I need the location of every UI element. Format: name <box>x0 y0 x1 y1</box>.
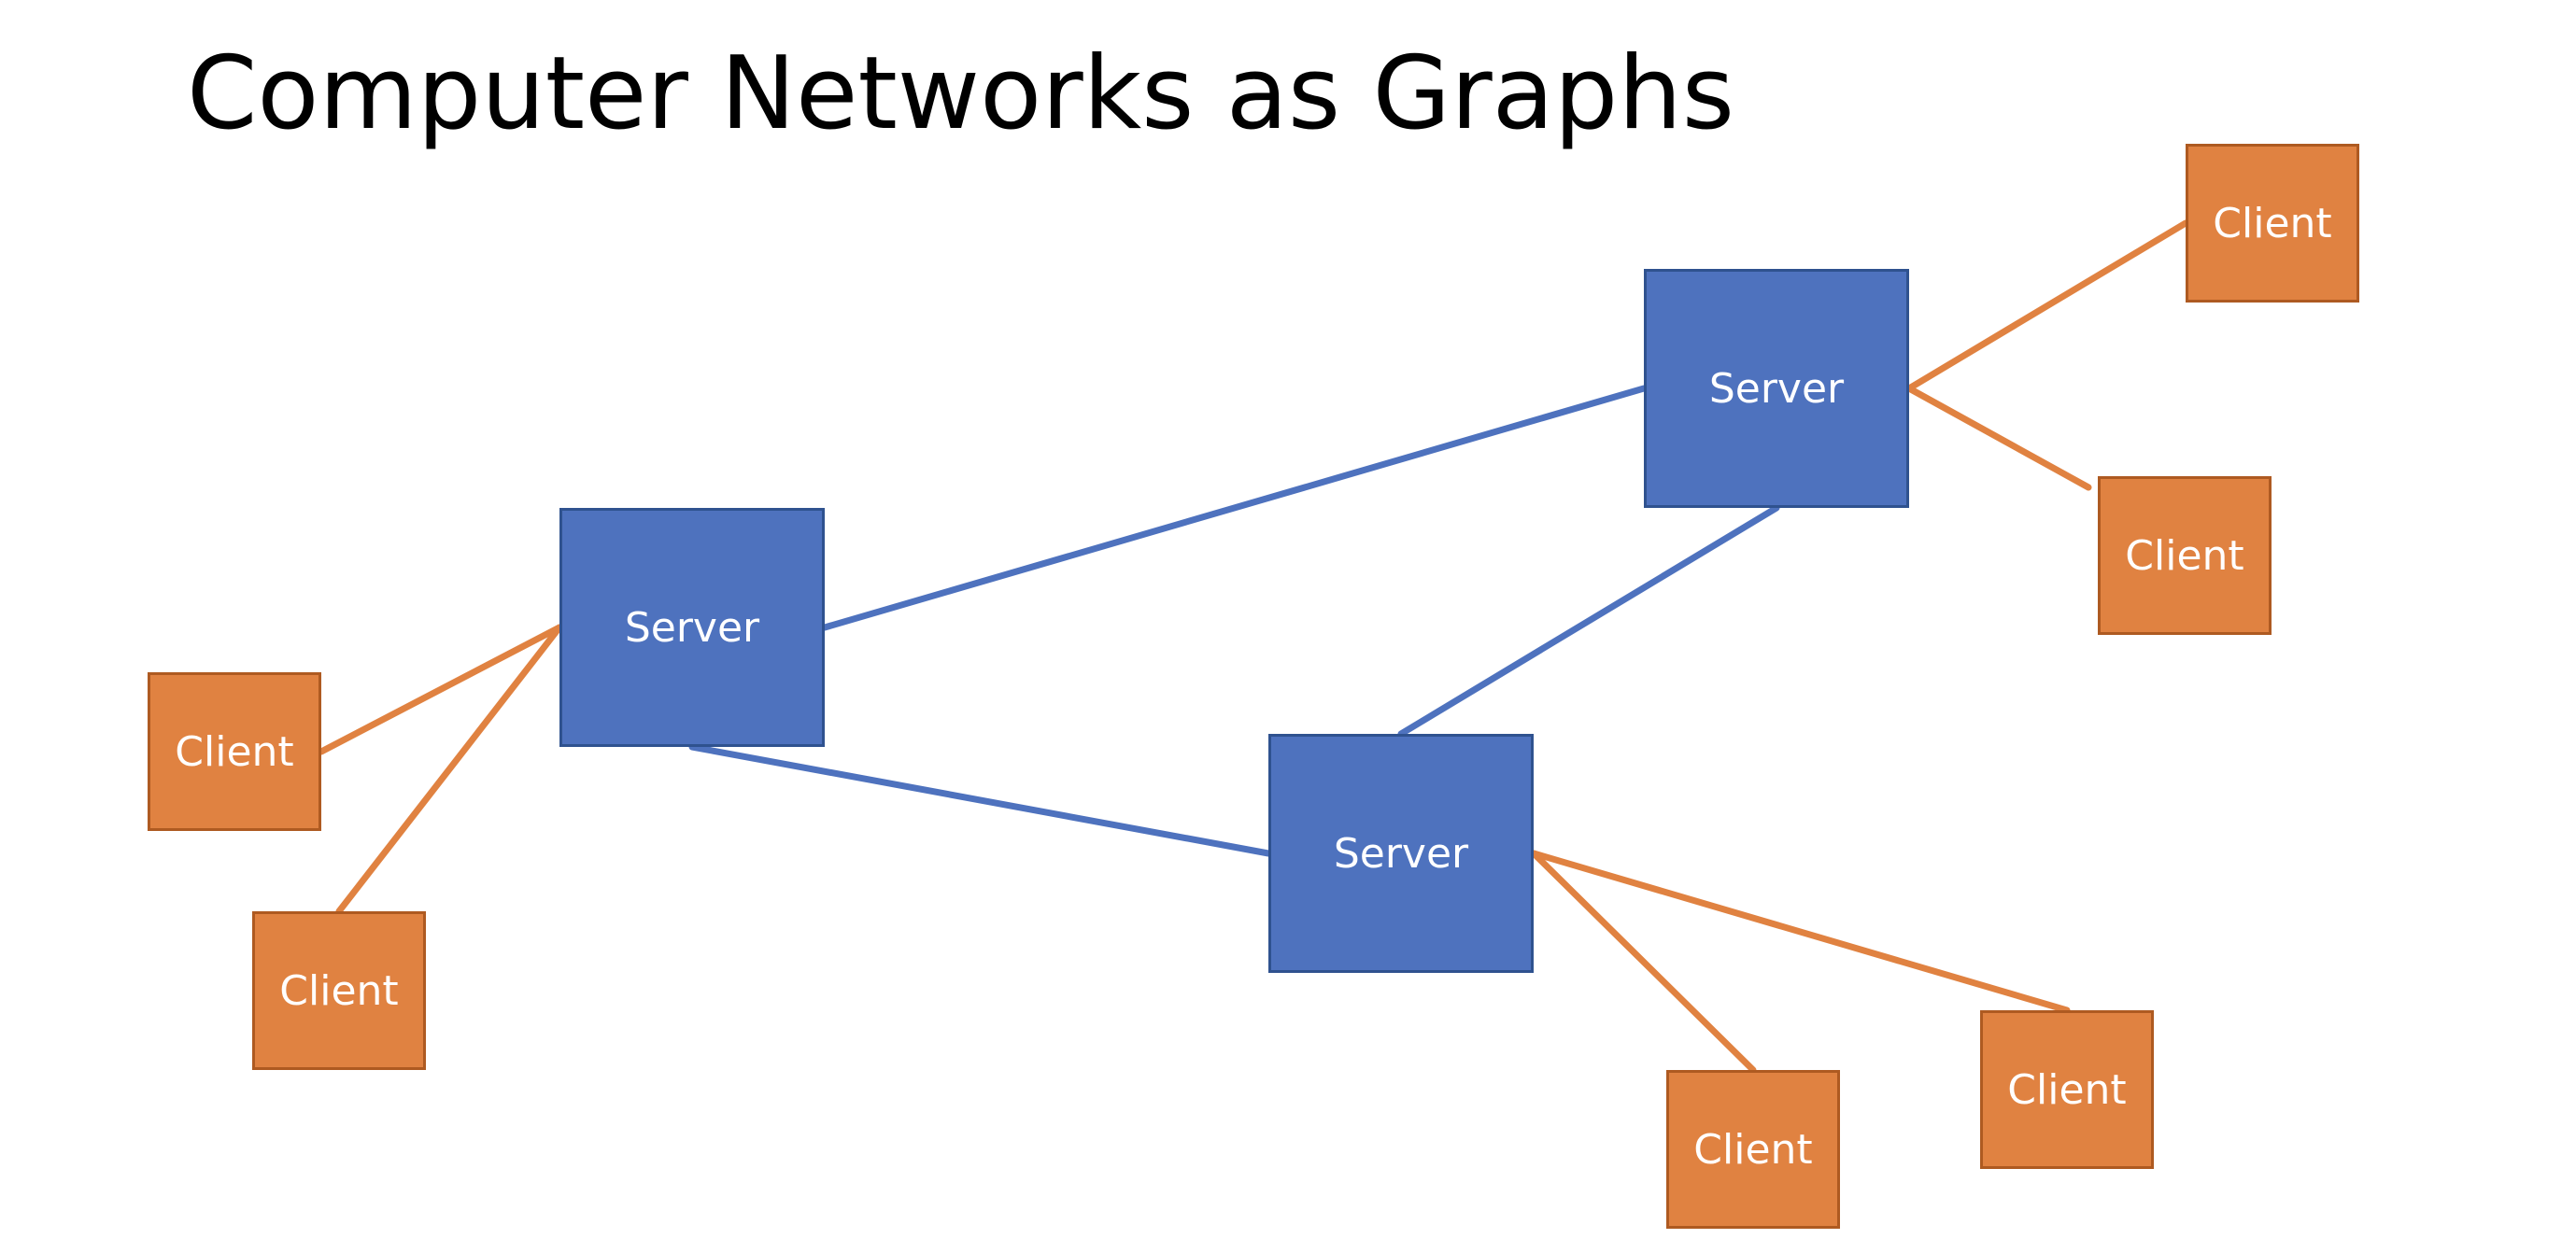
node-client-bottom-2: Client <box>1980 1010 2154 1169</box>
node-client-top-right-1: Client <box>2186 144 2359 303</box>
server-label: Server <box>624 603 760 652</box>
node-server-top-right: Server <box>1644 269 1909 508</box>
client-label: Client <box>279 966 399 1015</box>
server-label: Server <box>1708 364 1845 413</box>
node-server-left: Server <box>559 508 825 747</box>
node-client-bottom-1: Client <box>1666 1070 1840 1229</box>
client-label: Client <box>1693 1125 1813 1174</box>
edge-server-center-to-client-bottom-1 <box>1530 850 1757 1074</box>
node-server-center: Server <box>1268 734 1534 973</box>
edge-server-top-right-to-server-center <box>1397 504 1780 738</box>
client-label: Client <box>2007 1065 2127 1114</box>
edge-server-left-to-client-left-1 <box>318 624 563 755</box>
node-client-top-right-2: Client <box>2098 476 2272 635</box>
edge-server-top-right-to-client-top-right-2 <box>1905 385 2092 491</box>
edge-server-top-right-to-client-top-right-1 <box>1905 219 2189 392</box>
edge-server-left-to-client-left-2 <box>335 624 563 915</box>
node-client-left-2: Client <box>252 911 426 1070</box>
page-title: Computer Networks as Graphs <box>187 35 1735 152</box>
client-label: Client <box>2125 531 2244 580</box>
client-label: Client <box>2213 199 2332 247</box>
edge-server-left-to-server-top-right <box>821 385 1648 631</box>
client-label: Client <box>175 727 294 776</box>
node-client-left-1: Client <box>148 672 321 831</box>
edge-server-center-to-client-bottom-2 <box>1530 850 2071 1014</box>
edge-server-left-to-server-center <box>688 743 1272 857</box>
server-label: Server <box>1333 829 1469 878</box>
